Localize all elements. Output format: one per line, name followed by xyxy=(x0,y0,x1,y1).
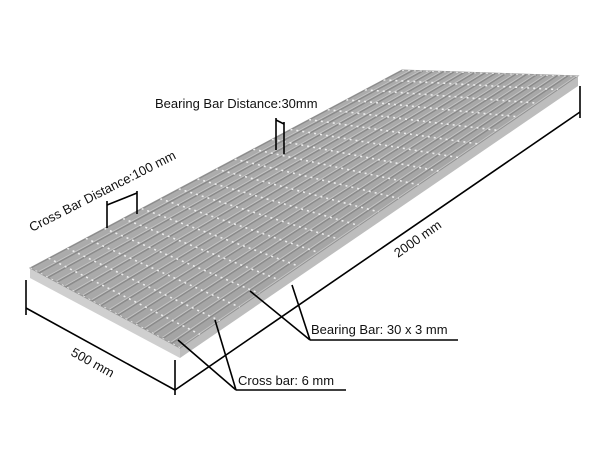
cross-bar-distance-marker xyxy=(106,191,138,228)
width-label: 500 mm xyxy=(69,345,117,381)
grating-side-edge xyxy=(180,76,578,358)
bearing-bar-distance-marker xyxy=(275,118,285,154)
cross-bar-leader xyxy=(177,319,346,391)
bearing-bar-leader xyxy=(249,284,458,341)
bearing-bar-distance-label: Bearing Bar Distance:30mm xyxy=(155,96,318,111)
cross-bar-label: Cross bar: 6 mm xyxy=(238,373,334,388)
length-dimension xyxy=(174,86,581,391)
grating-front-edge xyxy=(30,268,180,358)
bearing-bar-label: Bearing Bar: 30 x 3 mm xyxy=(311,322,448,337)
cross-bars xyxy=(30,70,578,348)
